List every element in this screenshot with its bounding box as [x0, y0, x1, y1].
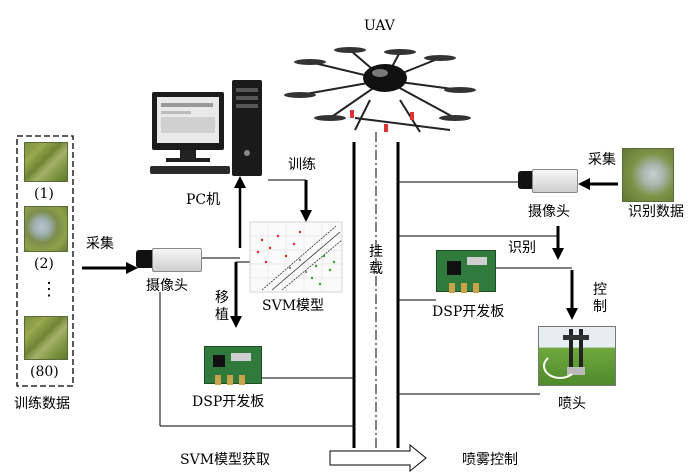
recognition-data-label: 识别数据	[628, 204, 684, 220]
transplant-label: 移植	[215, 290, 229, 323]
uav-label: UAV	[364, 18, 395, 34]
svm-acquire-label: SVM模型获取	[180, 452, 271, 468]
process-flow-arrow	[329, 443, 427, 473]
nozzle-label: 喷头	[558, 396, 586, 412]
pc-tower-icon	[232, 80, 262, 176]
camera-icon-right	[518, 168, 578, 193]
dsp-right-label: DSP开发板	[432, 304, 505, 320]
spray-control-label: 喷雾控制	[462, 452, 518, 468]
training-data-box	[16, 135, 74, 387]
mount-label: 挂载	[369, 244, 383, 277]
svm-model-label: SVM模型	[262, 298, 325, 314]
dsp-left-label: DSP开发板	[192, 394, 265, 410]
pc-icon	[150, 80, 268, 180]
sample-photo-1	[24, 142, 68, 182]
dsp-board-icon-left	[204, 346, 262, 385]
camera-icon-left	[136, 246, 202, 272]
pc-label: PC机	[186, 192, 221, 208]
sample-ellipsis: ⋮	[40, 279, 58, 300]
train-label: 训练	[288, 157, 316, 173]
sample-photo-2	[24, 206, 68, 252]
dsp-board-icon-right	[436, 250, 496, 293]
sample-label-80: (80)	[30, 364, 59, 380]
sample-label-1: (1)	[34, 186, 54, 202]
monitor-icon	[152, 92, 224, 150]
nozzle-icon	[538, 326, 616, 386]
sample-label-2: (2)	[34, 256, 54, 272]
training-data-label: 训练数据	[14, 396, 70, 412]
sample-photo-80	[24, 316, 68, 360]
camera-right-label: 摄像头	[528, 204, 570, 220]
collect-left-label: 采集	[86, 236, 114, 252]
collect-right-label: 采集	[588, 152, 616, 168]
control-label: 控制	[593, 282, 607, 315]
recognize-label: 识别	[508, 240, 536, 256]
camera-left-label: 摄像头	[146, 278, 188, 294]
recognition-photo	[622, 148, 674, 202]
